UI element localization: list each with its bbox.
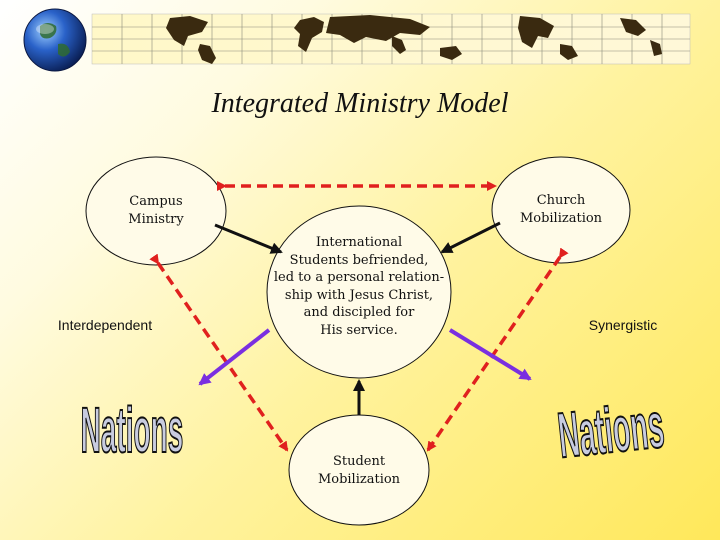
dashed-arrows — [149, 181, 569, 452]
world-map-banner — [91, 13, 691, 65]
purple-arrow-right — [448, 328, 532, 381]
solid-arrows — [214, 221, 501, 415]
purple-arrow-left — [198, 328, 271, 386]
nations-wordart-left: Nations — [80, 394, 184, 467]
synergistic-label: Synergistic — [588, 317, 658, 333]
dashed-arrow-right — [426, 247, 569, 452]
nations-wordart-right: Nations — [554, 388, 668, 472]
purple-arrows — [198, 328, 532, 386]
center-node-label: International Students befriended, led t… — [273, 235, 445, 338]
svg-text:Nations: Nations — [81, 395, 184, 466]
svg-text:Nations: Nations — [555, 389, 668, 472]
campus-ministry-label: Campus Ministry — [128, 194, 184, 227]
church-mobilization-label: Church Mobilization — [519, 193, 603, 226]
dashed-arrow-left — [149, 253, 289, 452]
student-mobilization-label: Student Mobilization — [317, 454, 401, 487]
interdependent-label: Interdependent — [57, 317, 153, 333]
solid-arrow-church — [440, 221, 501, 254]
solid-arrow-campus — [214, 223, 283, 254]
page-title: Integrated Ministry Model — [211, 88, 509, 119]
globe-icon — [23, 8, 87, 72]
